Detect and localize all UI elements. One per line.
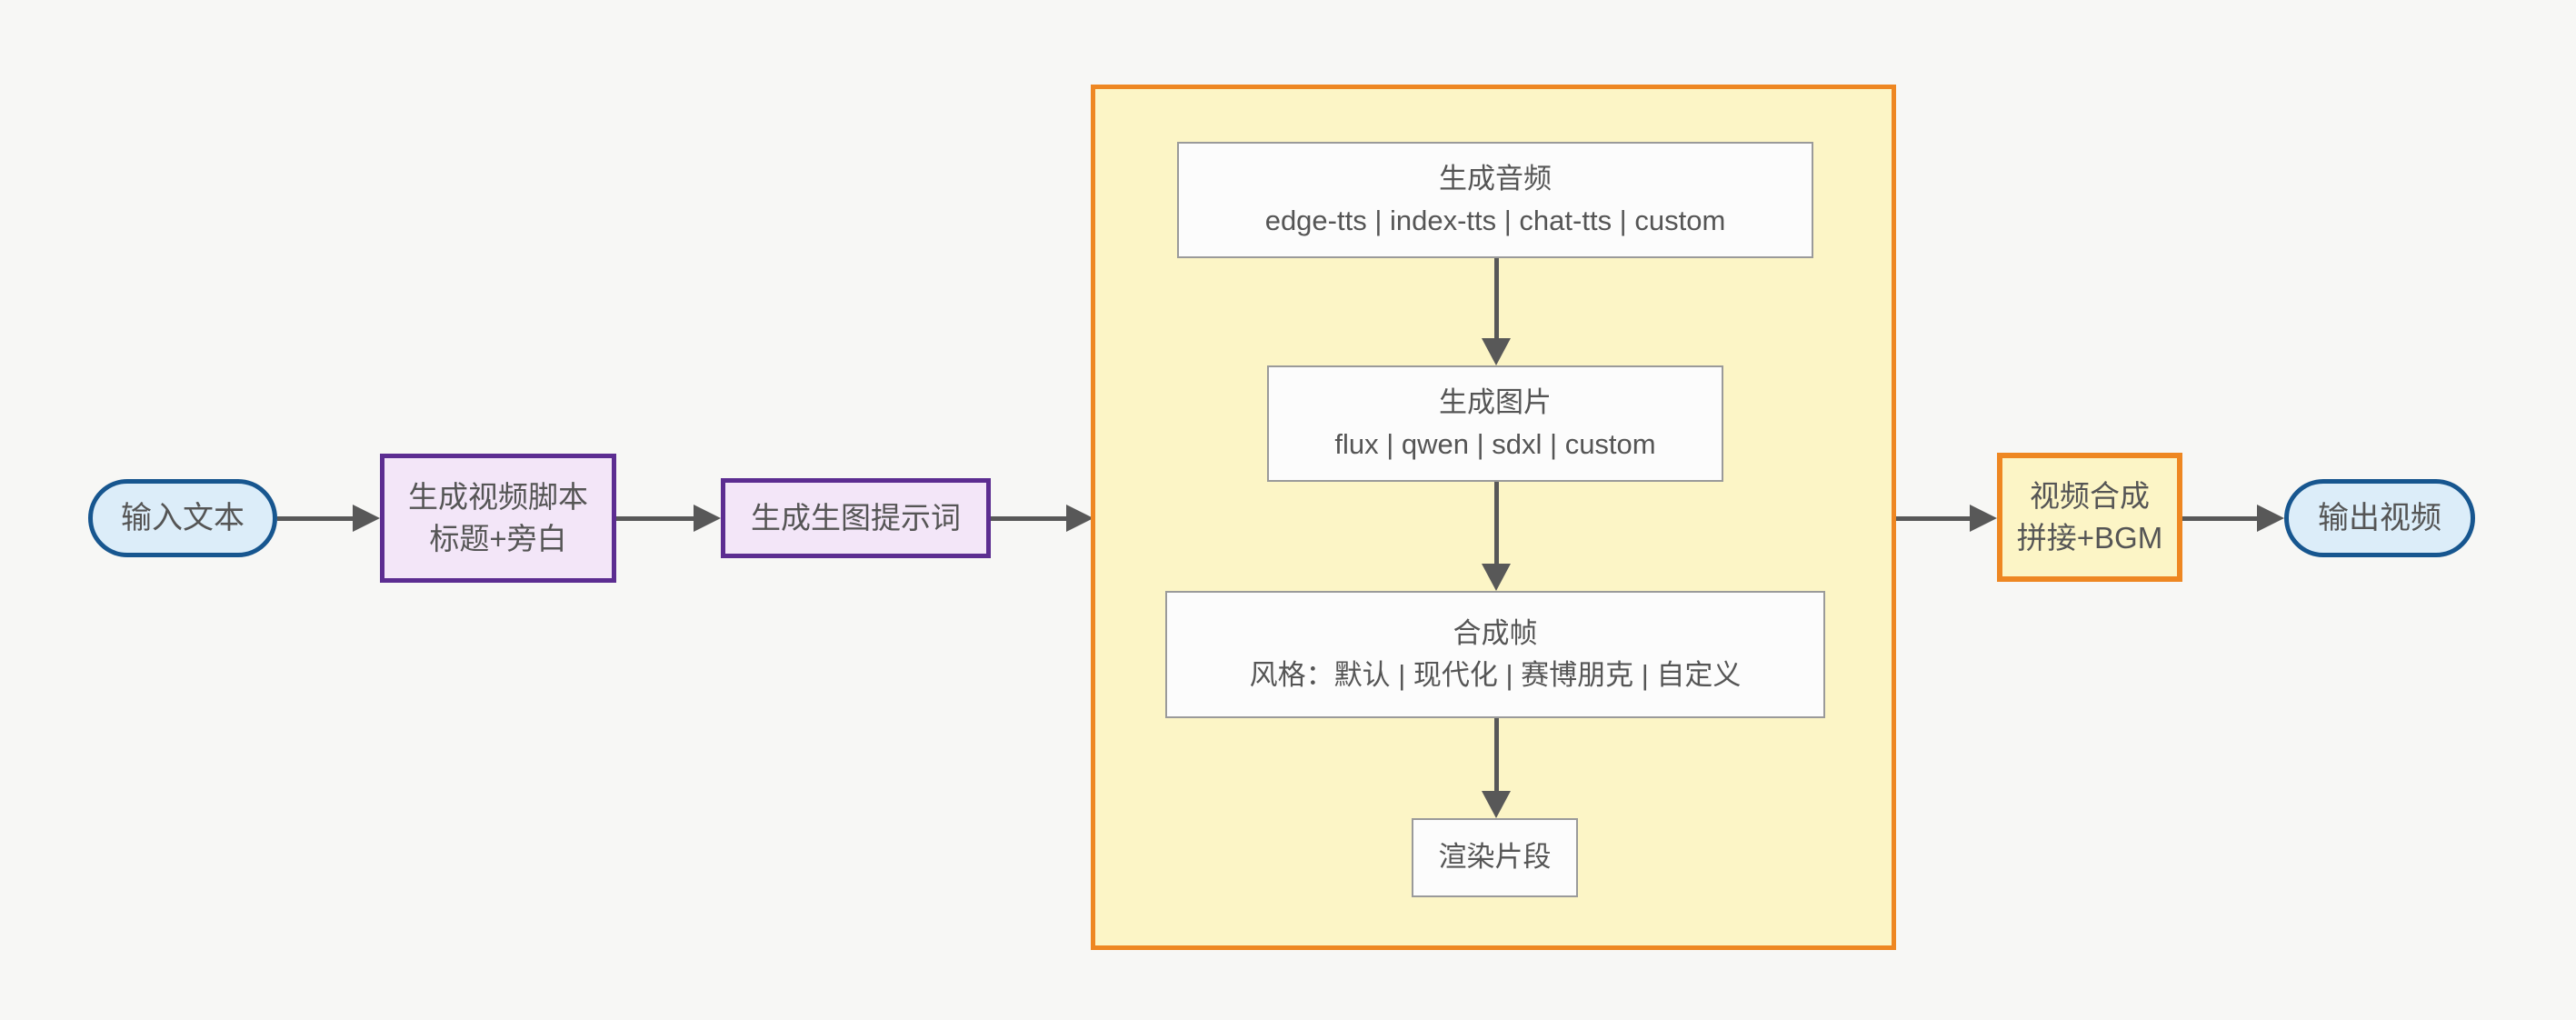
arrow-head — [1482, 791, 1511, 818]
node-render-clip: 渲染片段 — [1412, 818, 1578, 897]
arrow-prompt-to-subgraph-icon — [991, 505, 1093, 532]
arrow-subgraph-to-compose-icon — [1896, 505, 1997, 532]
arrow-audio-to-image-icon — [1482, 258, 1511, 365]
node-generate-image: 生成图片 flux | qwen | sdxl | custom — [1267, 365, 1723, 482]
arrow-head — [2257, 505, 2284, 532]
node-output-video-label: 输出视频 — [2318, 500, 2441, 535]
arrow-head — [1482, 338, 1511, 365]
node-generate-audio-subtitle: edge-tts | index-tts | chat-tts | custom — [1264, 205, 1726, 236]
node-video-compose: 视频合成 拼接+BGM — [1997, 453, 2182, 582]
arrow-script-to-prompt-icon — [616, 505, 721, 532]
node-video-compose-title: 视频合成 — [2030, 479, 2150, 514]
node-video-compose-subtitle: 拼接+BGM — [2016, 521, 2163, 555]
arrow-shaft — [616, 515, 694, 521]
node-generate-audio-title: 生成音频 — [1439, 162, 1552, 195]
node-generate-image-subtitle: flux | qwen | sdxl | custom — [1334, 428, 1656, 460]
arrow-head — [353, 505, 380, 532]
arrow-head — [694, 505, 721, 532]
arrow-head — [1970, 505, 1997, 532]
arrow-shaft — [991, 515, 1066, 521]
arrow-head — [1066, 505, 1093, 532]
arrow-shaft — [1493, 258, 1499, 338]
arrow-shaft — [2182, 515, 2257, 521]
node-generate-script-subtitle: 标题+旁白 — [429, 522, 567, 555]
arrow-shaft — [1493, 482, 1499, 564]
node-input-text-label: 输入文本 — [121, 500, 245, 535]
node-generate-script: 生成视频脚本 标题+旁白 — [380, 454, 616, 583]
node-generate-prompt: 生成生图提示词 — [721, 478, 991, 558]
arrow-compose-to-output-icon — [2182, 505, 2284, 532]
arrow-frame-to-render-icon — [1482, 718, 1511, 818]
node-generate-audio: 生成音频 edge-tts | index-tts | chat-tts | c… — [1177, 142, 1813, 258]
node-generate-prompt-label: 生成生图提示词 — [751, 501, 961, 535]
arrow-image-to-frame-icon — [1482, 482, 1511, 591]
arrow-shaft — [1896, 515, 1970, 521]
node-output-video: 输出视频 — [2284, 479, 2475, 557]
arrow-input-to-script-icon — [277, 505, 380, 532]
node-generate-image-title: 生成图片 — [1439, 385, 1552, 418]
arrow-shaft — [277, 515, 353, 521]
node-compose-frame-title: 合成帧 — [1453, 616, 1538, 649]
node-generate-script-title: 生成视频脚本 — [408, 480, 588, 515]
node-compose-frame: 合成帧 风格：默认 | 现代化 | 赛博朋克 | 自定义 — [1165, 591, 1825, 718]
node-render-clip-label: 渲染片段 — [1438, 841, 1552, 874]
arrow-shaft — [1493, 718, 1499, 791]
node-input-text: 输入文本 — [88, 479, 277, 557]
arrow-head — [1482, 564, 1511, 591]
node-compose-frame-subtitle: 风格：默认 | 现代化 | 赛博朋克 | 自定义 — [1249, 659, 1742, 691]
